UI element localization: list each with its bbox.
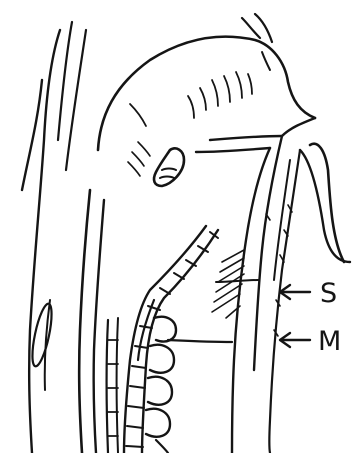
arrow-s (280, 285, 310, 299)
central-bulb (154, 148, 184, 186)
lobe-hatching (128, 72, 252, 176)
arrow-m (280, 333, 310, 347)
label-m: M (318, 326, 341, 357)
tube-walls (79, 136, 300, 453)
left-strands (22, 22, 86, 453)
inner-column (107, 300, 155, 453)
label-s: S (320, 278, 337, 309)
